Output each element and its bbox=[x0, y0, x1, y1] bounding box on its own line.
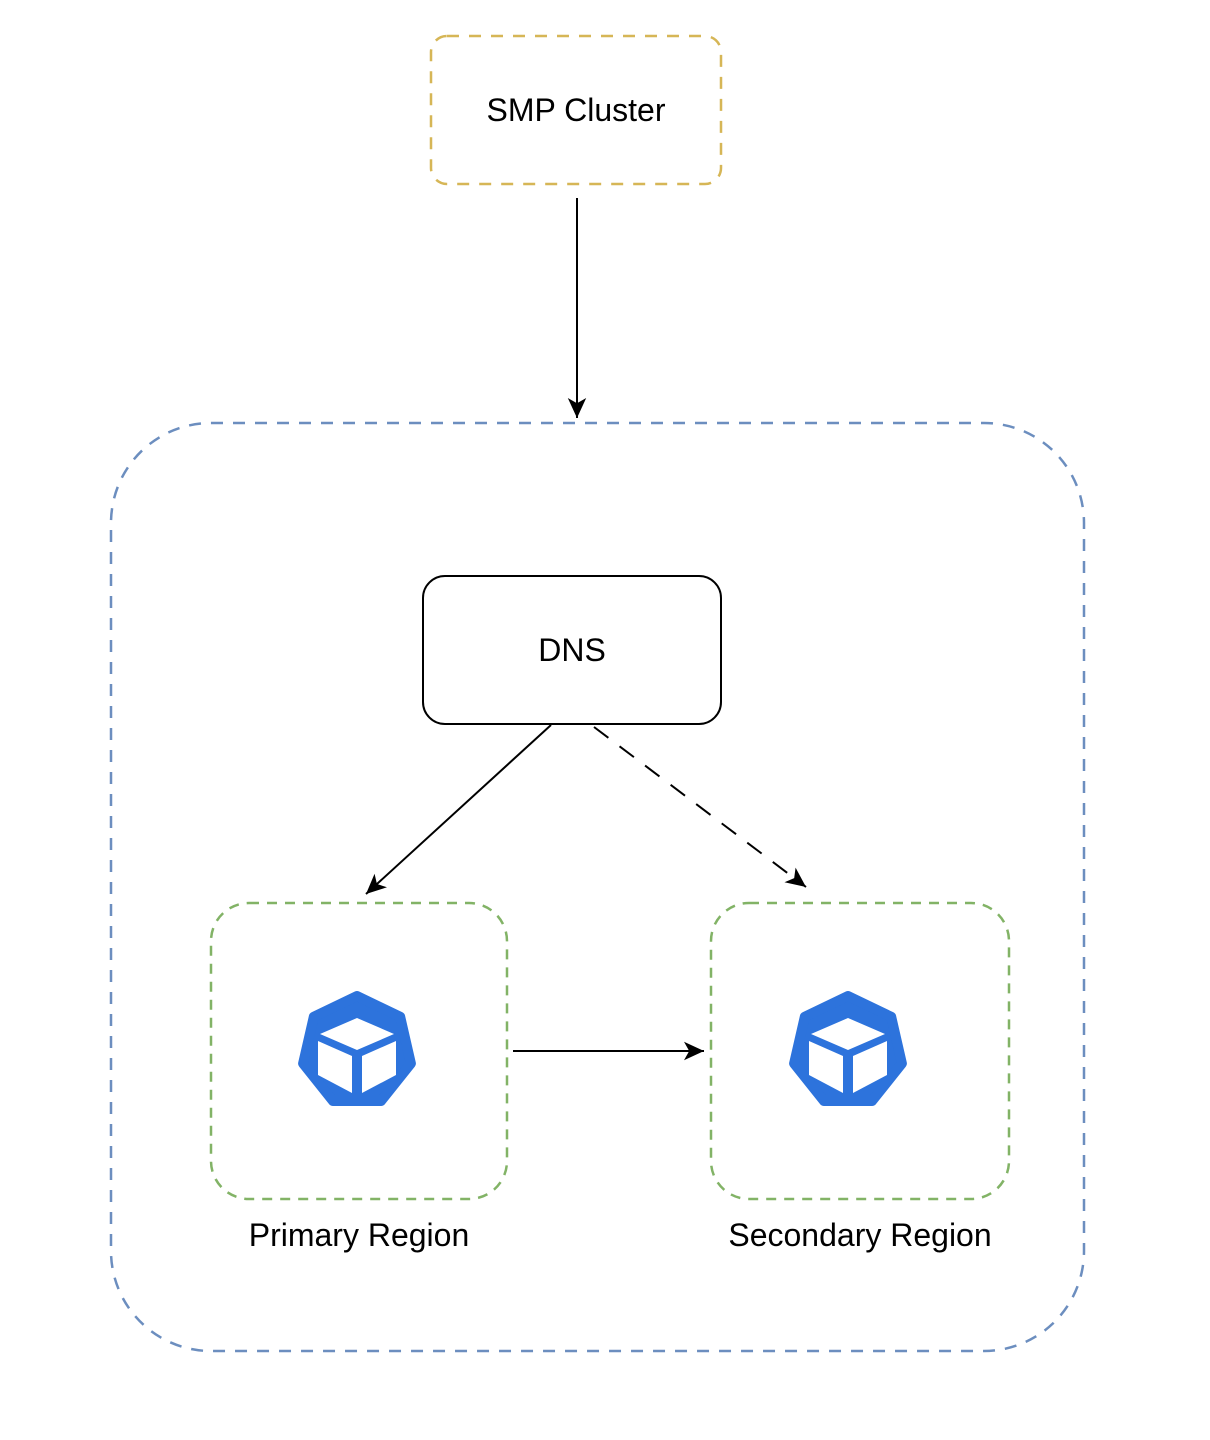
cube-heptagon-icon bbox=[789, 991, 907, 1106]
dns-label: DNS bbox=[538, 631, 606, 668]
dns-box[interactable] bbox=[422, 575, 722, 725]
primary-region-label: Primary Region bbox=[248, 1216, 470, 1253]
secondary-region-box[interactable] bbox=[709, 901, 1011, 1201]
edge-dns-to-primary bbox=[365, 724, 552, 895]
primary-region-box[interactable] bbox=[209, 901, 509, 1201]
smp-cluster-box[interactable] bbox=[429, 34, 723, 186]
smp-cluster-label: SMP Cluster bbox=[486, 91, 666, 128]
edge-dns-to-secondary bbox=[593, 726, 807, 888]
cube-heptagon-icon bbox=[298, 991, 416, 1106]
zone-container-box[interactable] bbox=[109, 421, 1086, 1353]
secondary-region-label: Secondary Region bbox=[728, 1216, 992, 1253]
